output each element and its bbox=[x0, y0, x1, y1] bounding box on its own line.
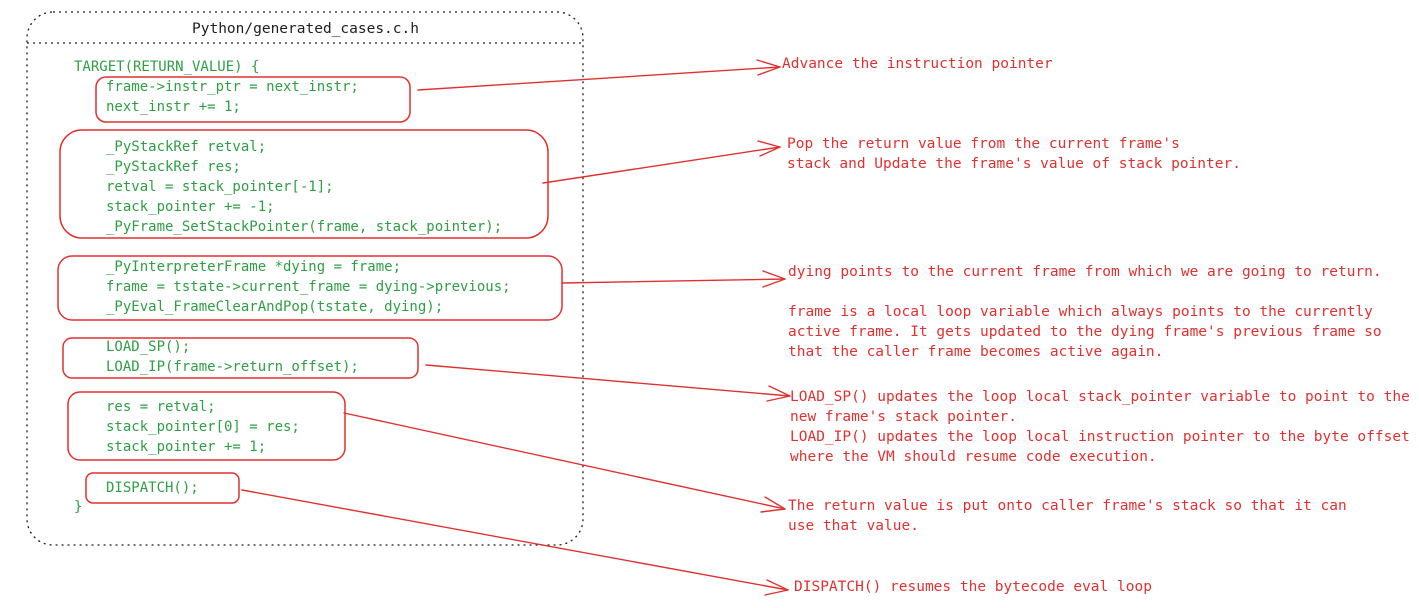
code-line: _PyEval_FrameClearAndPop(tstate, dying); bbox=[106, 299, 444, 315]
annotation-line: DISPATCH() resumes the bytecode eval loo… bbox=[794, 579, 1152, 595]
arrow-1 bbox=[417, 59, 781, 91]
arrow-4 bbox=[425, 364, 791, 402]
code-line: _PyFrame_SetStackPointer(frame, stack_po… bbox=[106, 219, 503, 235]
code-target-close: } bbox=[74, 499, 83, 515]
code-line: stack_pointer += -1; bbox=[106, 199, 275, 215]
code-line: LOAD_IP(frame->return_offset); bbox=[106, 359, 359, 375]
block6-box bbox=[85, 472, 240, 504]
arrow-3 bbox=[561, 270, 786, 288]
block4-box bbox=[62, 337, 419, 379]
block3-box bbox=[57, 255, 563, 321]
code-target-open: TARGET(RETURN_VALUE) { bbox=[74, 59, 260, 75]
annotation-line: use that value. bbox=[788, 518, 919, 534]
file-title: Python/generated_cases.c.h bbox=[192, 21, 419, 37]
block2-box bbox=[59, 129, 549, 239]
annotation-line: The return value is put onto caller fram… bbox=[788, 498, 1347, 514]
code-line: stack_pointer += 1; bbox=[106, 439, 267, 455]
code-line: _PyInterpreterFrame *dying = frame; bbox=[106, 259, 402, 275]
annotation-line: active frame. It gets updated to the dyi… bbox=[788, 324, 1382, 340]
annotation-line: new frame's stack pointer. bbox=[790, 409, 1017, 425]
code-line: LOAD_SP(); bbox=[106, 339, 191, 355]
code-line: _PyStackRef retval; bbox=[106, 139, 267, 155]
code-line: frame->instr_ptr = next_instr; bbox=[106, 79, 359, 95]
arrow-2 bbox=[542, 140, 781, 184]
annotation-line: LOAD_SP() updates the loop local stack_p… bbox=[790, 389, 1410, 405]
annotation-line: that the caller frame becomes active aga… bbox=[788, 344, 1164, 360]
annotation-line: dying points to the current frame from w… bbox=[788, 264, 1382, 280]
arrow-6 bbox=[241, 489, 789, 596]
code-line: _PyStackRef res; bbox=[106, 159, 241, 175]
code-line: res = retval; bbox=[106, 399, 216, 415]
code-line: stack_pointer[0] = res; bbox=[106, 419, 300, 435]
block1-box bbox=[95, 76, 411, 123]
annotation-line: Advance the instruction pointer bbox=[782, 56, 1053, 72]
code-line: frame = tstate->current_frame = dying->p… bbox=[106, 279, 511, 295]
annotation-line: stack and Update the frame's value of st… bbox=[787, 156, 1241, 172]
annotation-line: where the VM should resume code executio… bbox=[790, 449, 1157, 465]
code-line: retval = stack_pointer[-1]; bbox=[106, 179, 334, 195]
code-block-6: DISPATCH(); bbox=[106, 480, 199, 496]
annotation-line: LOAD_IP() updates the loop local instruc… bbox=[790, 429, 1410, 445]
annotation-line: Pop the return value from the current fr… bbox=[787, 136, 1180, 152]
code-line: next_instr += 1; bbox=[106, 99, 241, 115]
arrow-5 bbox=[343, 412, 786, 513]
block5-box bbox=[67, 391, 346, 461]
annotation-line: frame is a local loop variable which alw… bbox=[788, 304, 1373, 320]
file-frame bbox=[26, 11, 584, 546]
